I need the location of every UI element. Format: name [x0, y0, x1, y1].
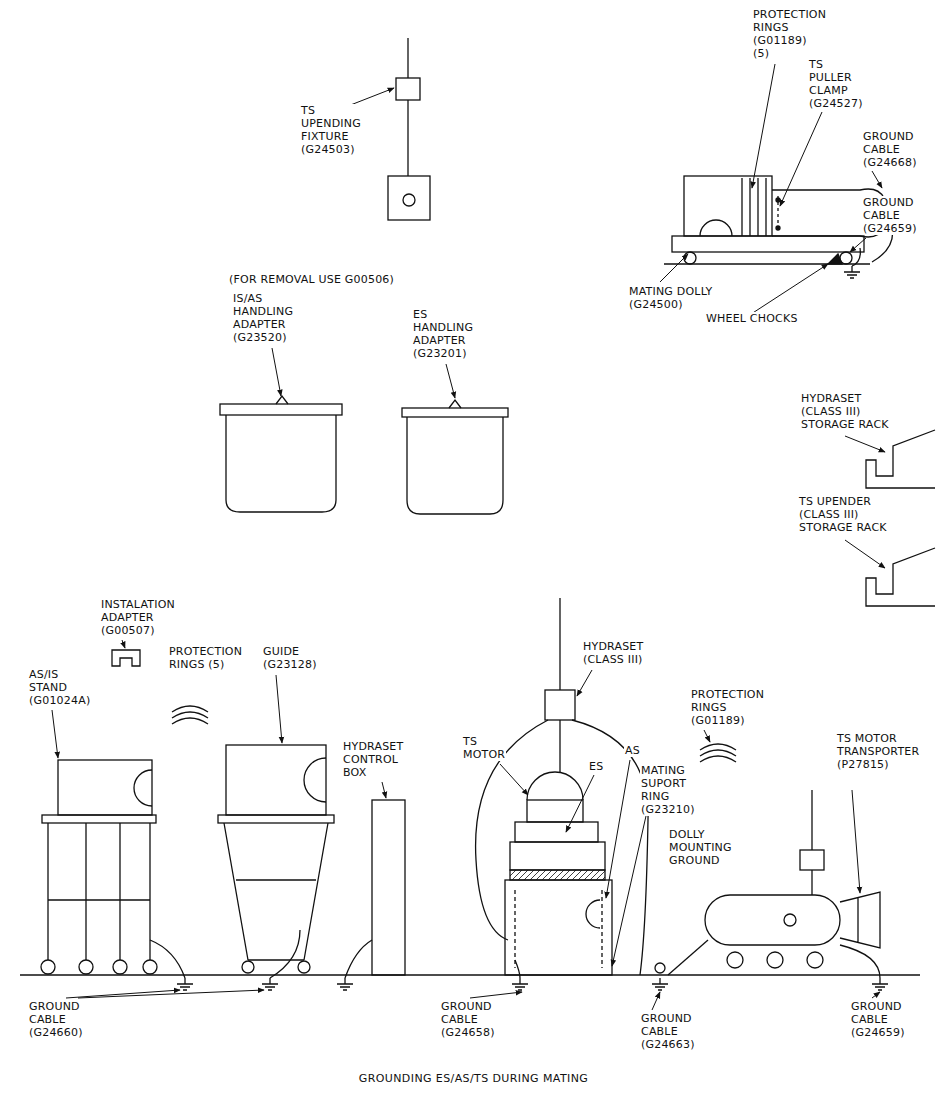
- ground-cable: [345, 940, 372, 978]
- part-label: GUIDE (G23128): [262, 645, 318, 671]
- part-label: TS UPENDING FIXTURE (G24503): [300, 104, 362, 156]
- part-label: AS: [624, 744, 641, 757]
- dolly-cradle: [700, 220, 732, 236]
- part-label: PROTECTION RINGS (G01189): [690, 688, 765, 727]
- part-label: GROUND CABLE (G24668): [862, 130, 918, 169]
- hydraset-control-box: [372, 800, 405, 975]
- protection-rings: [700, 744, 736, 762]
- asis-stand: [42, 815, 156, 823]
- floor-line: [20, 974, 920, 975]
- part-label: GROUND CABLE (G24659): [850, 1000, 906, 1039]
- wheel-chock: [828, 254, 842, 264]
- es-handling-adapter: [402, 408, 508, 417]
- part-label: ES HANDLING ADAPTER (G23201): [412, 308, 474, 360]
- part-label: MATING DOLLY (G24500): [628, 285, 725, 311]
- line-art: [20, 38, 935, 978]
- part-label: (FOR REMOVAL USE G00506): [228, 273, 430, 286]
- part-label: HYDRASET (CLASS III): [582, 640, 664, 666]
- ground-cable: [270, 930, 300, 978]
- ground-cable: [150, 940, 185, 978]
- hydraset: [545, 690, 575, 720]
- ts-motor: [527, 772, 583, 800]
- ground-cable: [840, 945, 880, 978]
- leader-lines: [52, 64, 885, 1010]
- part-label: TS MOTOR TRANSPORTER (P27815): [836, 732, 920, 771]
- part-label: ES: [588, 760, 604, 773]
- part-label: AS/IS STAND (G01024A): [28, 668, 91, 707]
- part-label: GROUND CABLE (G24663): [640, 1012, 696, 1051]
- installation-adapter: [112, 650, 140, 666]
- part-label: GROUND CABLE (G24658): [440, 1000, 496, 1039]
- part-label: PROTECTION RINGS (G01189) (5): [752, 8, 827, 60]
- guide: [226, 745, 326, 815]
- part-label: GROUND CABLE (G24660): [28, 1000, 84, 1039]
- upending-fixture: [396, 78, 420, 100]
- lift-eye: [276, 396, 288, 404]
- hoist-line: [559, 598, 560, 690]
- part-label: TS MOTOR: [462, 735, 506, 761]
- asis-stand-box: [58, 760, 152, 815]
- figure-caption: GROUNDING ES/AS/TS DURING MATING: [0, 1072, 947, 1085]
- upender-storage-rack: [866, 548, 935, 606]
- ts-motor-transporter: [705, 895, 840, 945]
- part-label: IS/AS HANDLING ADAPTER (G23520): [232, 292, 294, 344]
- hoist-line: [407, 38, 408, 78]
- part-label: INSTALATION ADAPTER (G00507): [100, 598, 176, 637]
- part-label: TS PULLER CLAMP (G24527): [808, 58, 864, 110]
- dolly-frame: [684, 176, 772, 236]
- es: [515, 822, 598, 842]
- mating-support-ring: [505, 880, 612, 975]
- hoist-line: [811, 790, 812, 850]
- part-label: TS UPENDER (CLASS III) STORAGE RACK: [798, 495, 895, 534]
- part-label: PROTECTION RINGS (5): [168, 645, 243, 671]
- part-label: DOLLY MOUNTING GROUND: [668, 828, 733, 867]
- hydraset-storage-rack: [866, 430, 935, 488]
- part-label: HYDRASET CONTROL BOX: [342, 740, 404, 779]
- ground-symbols: [177, 978, 888, 990]
- protection-rings: [172, 706, 208, 724]
- part-label: MATING SUPORT RING (G23210): [640, 764, 696, 816]
- dolly-base: [672, 236, 864, 252]
- isas-handling-adapter: [220, 404, 342, 415]
- hydraset-cable: [572, 720, 648, 975]
- part-label: HYDRASET (CLASS III) STORAGE RACK: [800, 392, 897, 431]
- part-label: GROUND CABLE (G24659): [862, 196, 918, 235]
- as: [586, 900, 600, 928]
- part-label: WHEEL CHOCKS: [705, 312, 807, 325]
- protection-rings: [742, 178, 766, 236]
